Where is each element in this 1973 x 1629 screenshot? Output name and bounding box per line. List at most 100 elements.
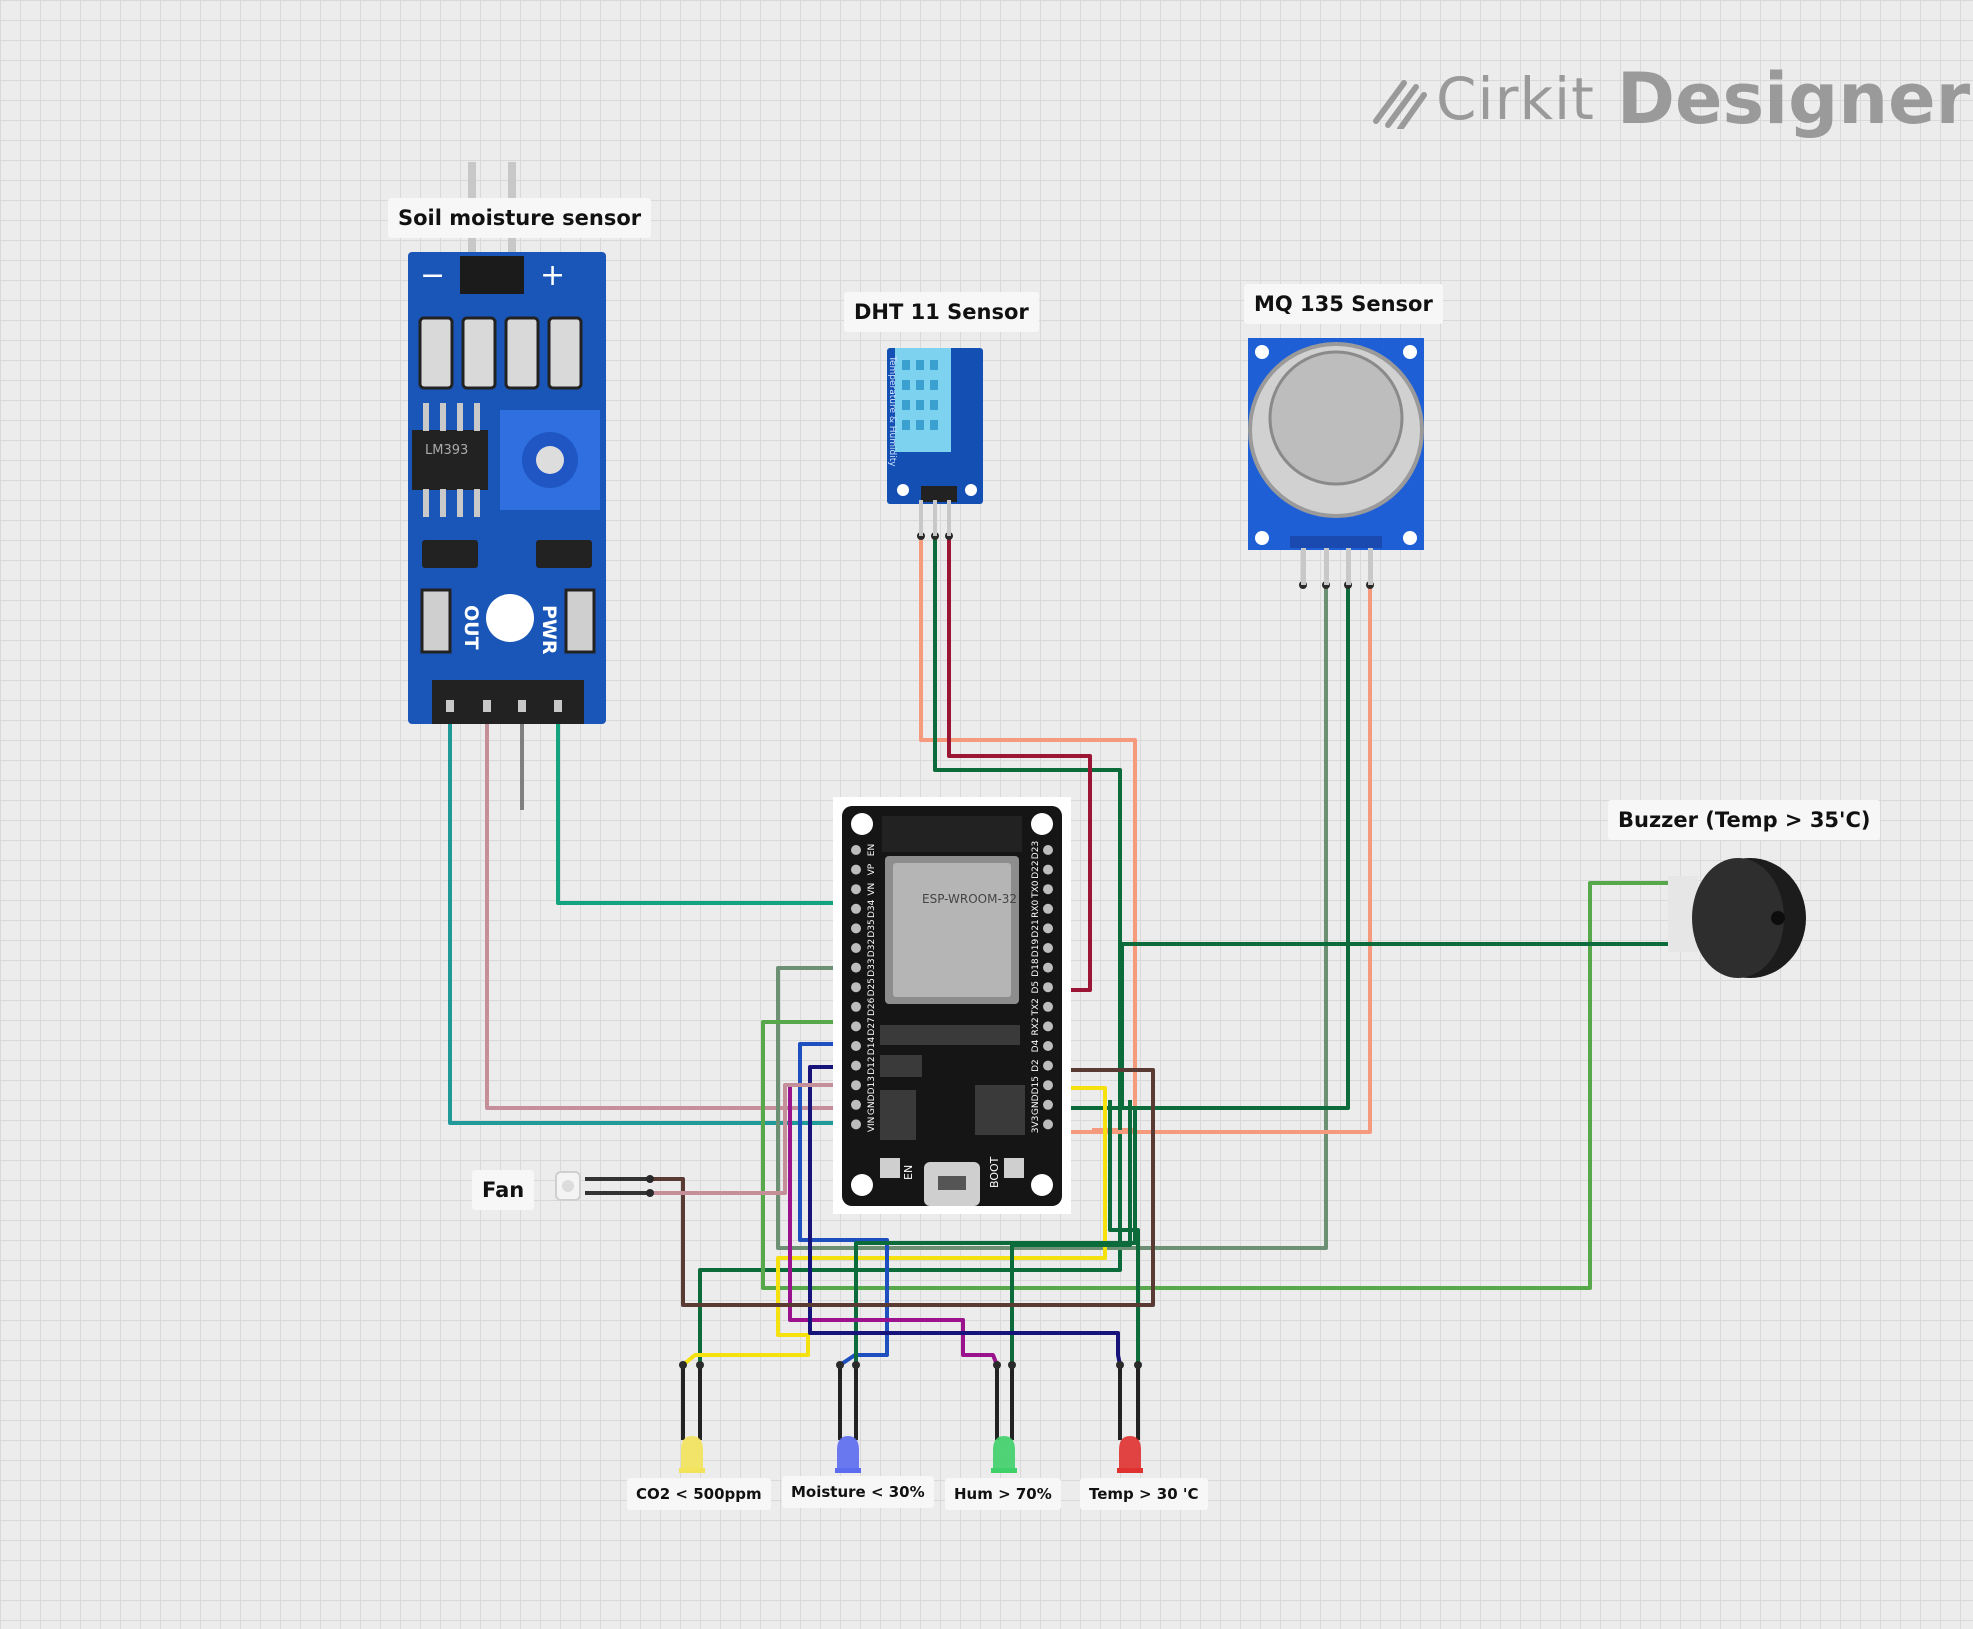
esp32-pin-d12[interactable]: [851, 1060, 861, 1071]
soil-plus-sign: +: [540, 258, 565, 293]
led-3[interactable]: [1117, 1436, 1143, 1473]
esp32-pin-label: VP: [867, 863, 877, 875]
led-2[interactable]: [991, 1436, 1017, 1473]
esp32-pin-d32[interactable]: [851, 943, 861, 953]
esp32-pin-d34[interactable]: [851, 903, 861, 914]
led-rim: [1117, 1468, 1143, 1473]
esp32-pin-d19[interactable]: [1043, 943, 1053, 953]
fan-label: Fan: [472, 1170, 535, 1210]
esp32-pin-d33[interactable]: [851, 962, 861, 973]
esp32-pin-label: D21: [1031, 919, 1041, 937]
esp32-pin-d22[interactable]: [1043, 864, 1053, 875]
led-1[interactable]: [835, 1436, 861, 1473]
esp32-pin-d21[interactable]: [1043, 923, 1053, 934]
wire-led-co2-signal: [681, 1086, 1107, 1367]
led-body: [993, 1436, 1015, 1472]
esp32-pin-label: D19: [1031, 939, 1041, 958]
brand-name-part2: Designer: [1616, 58, 1971, 140]
led-moisture-label: Moisture < 30%: [782, 1476, 934, 1508]
esp32-pin-d2[interactable]: [1043, 1060, 1053, 1071]
esp32-pin-label: D22: [1031, 860, 1041, 878]
esp32-pin-label: D4: [1031, 1039, 1041, 1052]
wire-mq-gnd: [1048, 585, 1350, 1110]
esp32-pin-tx2[interactable]: [1043, 1001, 1053, 1012]
esp32-pin-d4[interactable]: [1043, 1041, 1053, 1051]
dht11-sensor[interactable]: Temperature & Humidity: [887, 348, 983, 536]
mq135-sensor[interactable]: [1248, 338, 1424, 585]
esp32-pin-d14[interactable]: [851, 1041, 861, 1051]
led-body: [1119, 1436, 1141, 1472]
buzzer[interactable]: [1668, 858, 1806, 978]
led-hum-label: Hum > 70%: [945, 1478, 1061, 1510]
led-co2-label: CO2 < 500ppm: [627, 1478, 771, 1510]
soil-out-label: OUT: [460, 605, 482, 650]
fan-component[interactable]: [555, 1171, 581, 1201]
brand-name-part1: Cirkit: [1436, 65, 1595, 133]
esp32-board[interactable]: ESP-WROOM-32 EN BOOT ENVPVND34D35D32D33D…: [833, 797, 1071, 1214]
esp32-pin-gnd[interactable]: [851, 1099, 861, 1110]
esp32-pin-label: D12: [867, 1056, 877, 1074]
wire-soil-ao-to-esp: [556, 712, 858, 910]
esp32-pin-d26[interactable]: [851, 1001, 861, 1012]
led-rim: [679, 1468, 705, 1473]
esp32-pin-d25[interactable]: [851, 982, 861, 993]
esp32-pin-d13[interactable]: [851, 1080, 861, 1091]
esp32-pin-rx2[interactable]: [1043, 1021, 1053, 1032]
esp32-pin-label: D25: [867, 978, 877, 996]
esp32-pin-en[interactable]: [851, 845, 861, 855]
esp32-pin-label: RX0: [1031, 899, 1041, 917]
esp32-pin-3v3[interactable]: [1043, 1119, 1053, 1130]
esp32-pin-label: D13: [867, 1076, 877, 1094]
wire-dht-gnd: [947, 536, 1092, 992]
esp32-pin-label: D18: [1031, 958, 1041, 977]
esp32-pin-label: D27: [867, 1017, 877, 1035]
wire-fan-neg: [585, 1083, 858, 1195]
esp32-pin-d15[interactable]: [1043, 1080, 1053, 1091]
esp32-pin-vp[interactable]: [851, 864, 861, 875]
esp32-pin-gnd[interactable]: [1043, 1099, 1053, 1110]
wire-led-temp-signal: [808, 1065, 1122, 1366]
esp32-pin-label: D35: [867, 919, 877, 937]
esp32-pin-label: D2: [1031, 1059, 1041, 1072]
esp32-pin-label: EN: [867, 844, 877, 856]
led-0[interactable]: [679, 1436, 705, 1473]
soil-pwr-label: PWR: [538, 605, 560, 655]
cirkit-logo-icon: [1373, 80, 1427, 129]
esp32-pin-label: D23: [1031, 841, 1041, 859]
wire-fan-pos: [585, 1068, 1155, 1307]
esp32-pin-label: D34: [867, 899, 877, 918]
wire-buzzer-signal: [761, 881, 1690, 1290]
esp32-pin-label: TX2: [1031, 998, 1041, 1016]
led-rim: [835, 1468, 861, 1473]
esp32-pin-d5[interactable]: [1043, 982, 1053, 993]
esp32-pin-label: 3V3: [1031, 1116, 1041, 1134]
led-body: [837, 1436, 859, 1472]
soil-minus-sign: −: [420, 258, 445, 293]
dht11-side-text: Temperature & Humidity: [887, 355, 897, 467]
esp32-pin-label: RX2: [1031, 1017, 1041, 1035]
esp32-pin-rx0[interactable]: [1043, 903, 1053, 914]
dht11-label: DHT 11 Sensor: [844, 292, 1039, 332]
wires: [448, 536, 1690, 1440]
esp32-pin-vn[interactable]: [851, 884, 861, 895]
soil-moisture-sensor[interactable]: − + LM393 OUT PWR: [408, 162, 606, 724]
esp32-pin-label: D14: [867, 1037, 877, 1056]
cirkit-designer-logo: Cirkit Designer: [1368, 58, 1970, 140]
esp32-boot-button-label: BOOT: [988, 1156, 1001, 1188]
soil-chip-text: LM393: [425, 443, 468, 458]
wire-led-temp-gnd: [1108, 1100, 1140, 1365]
wire-buzzer-gnd: [1120, 942, 1690, 1110]
esp32-pin-d35[interactable]: [851, 923, 861, 934]
esp32-pin-d27[interactable]: [851, 1021, 861, 1032]
esp32-pin-tx0[interactable]: [1043, 884, 1053, 895]
esp32-pin-vin[interactable]: [851, 1119, 861, 1130]
esp32-pin-d18[interactable]: [1043, 962, 1053, 973]
esp32-pin-label: VN: [867, 883, 877, 896]
wire-soil-gnd-to-esp: [448, 712, 859, 1130]
wire-soil-vcc-to-esp: [485, 712, 859, 1110]
esp32-pin-label: TX0: [1031, 880, 1041, 899]
esp32-en-button-label: EN: [902, 1165, 915, 1180]
esp32-pin-d23[interactable]: [1043, 845, 1053, 855]
esp32-pin-label: D32: [867, 939, 877, 957]
